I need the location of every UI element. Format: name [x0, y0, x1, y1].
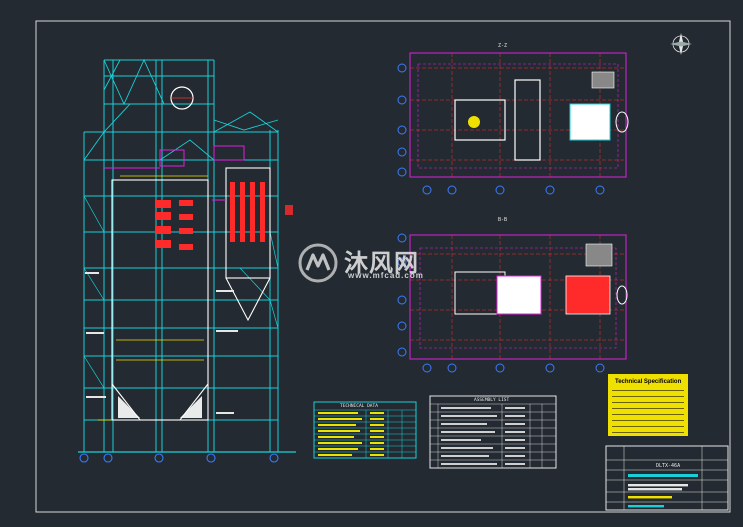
mf-logo-icon [298, 243, 338, 283]
spec-line [612, 396, 684, 398]
watermark-site-name: 沐风网 [344, 250, 419, 277]
watermark-url: www.mfcad.com [348, 271, 424, 280]
technical-specification-box [608, 374, 688, 436]
elevation-view [78, 58, 296, 463]
north-arrow-icon [670, 33, 692, 55]
assembly-table: ASSEMBLY LIST [429, 395, 557, 469]
tube-banks [155, 182, 265, 250]
drawing-border [35, 20, 731, 513]
technical-data-title: TECHNICAL DATA [340, 403, 378, 409]
assembly-title: ASSEMBLY LIST [474, 397, 510, 403]
spec-line [612, 408, 684, 410]
drawing-code: DLTX-46A [656, 463, 680, 469]
spec-line [612, 426, 684, 428]
spec-line [612, 432, 684, 434]
spec-line [612, 414, 684, 416]
plan-bottom-title: B-B [498, 217, 507, 223]
spec-line [612, 402, 684, 404]
technical-specification-title: Technical Specification [615, 379, 682, 385]
column-base-markers [79, 453, 279, 463]
plan-top-title: Z-Z [498, 43, 507, 49]
technical-data-table: TECHNICAL DATA [313, 401, 417, 459]
plan-view-bottom: B-B [397, 217, 628, 373]
spec-line [612, 390, 684, 392]
spec-line [612, 420, 684, 422]
plan-view-top: Z-Z [397, 43, 629, 195]
title-block: DLTX-46A [605, 445, 729, 511]
